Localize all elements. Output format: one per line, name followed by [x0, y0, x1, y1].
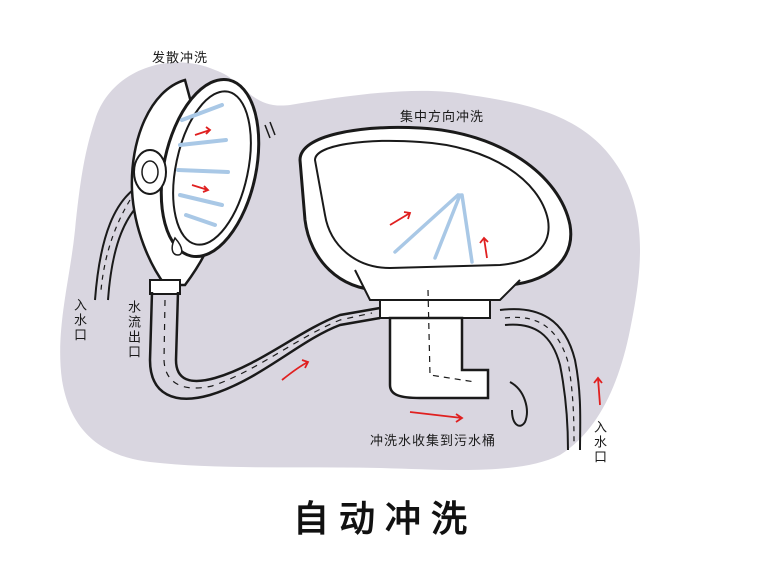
diffuse-wash-label: 发散冲洗 [152, 51, 209, 66]
outlet-label: 水流出口 [125, 300, 140, 360]
connecting-hose [148, 291, 381, 400]
collect-label: 冲洗水收集到污水桶 [370, 434, 497, 449]
right-inlet-hose [499, 308, 582, 451]
drain-trap [388, 289, 528, 427]
left-inlet-label: 入水口 [71, 298, 86, 343]
right-red-arrow [593, 376, 603, 406]
focused-water-jets [393, 193, 474, 264]
diagram-caption: 自动冲洗 [292, 499, 477, 540]
diffuse-water-jets [176, 103, 230, 227]
collect-red-arrow [409, 411, 464, 423]
focused-wash-label: 集中方向冲洗 [400, 110, 485, 125]
shake-marks [264, 121, 276, 139]
hose-red-arrow [281, 359, 310, 381]
focused-red-arrows [389, 211, 489, 259]
bidet-bowl [298, 126, 573, 319]
shower-head [130, 77, 261, 295]
right-inlet-label: 入水口 [591, 420, 606, 465]
diffuse-red-arrows [191, 126, 212, 193]
